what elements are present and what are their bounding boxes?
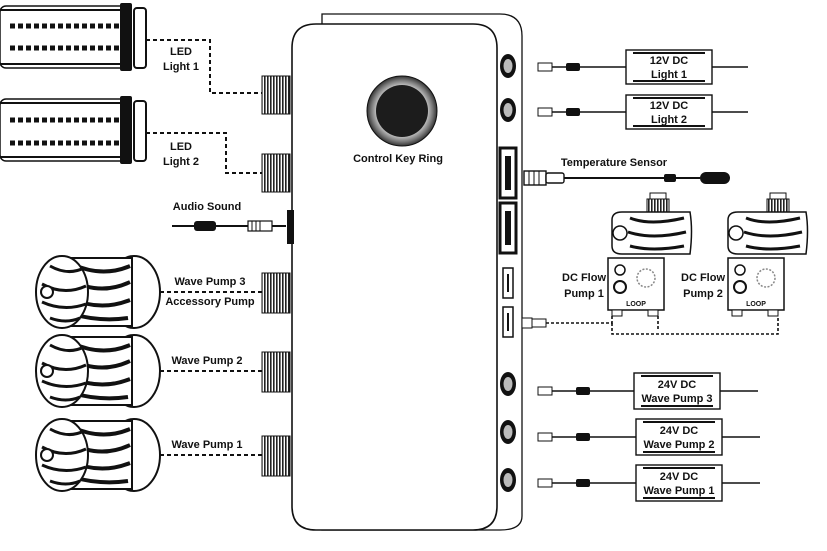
adapter-24v-2-line2: Wave Pump 2 xyxy=(643,439,714,451)
adapter-12v-light-1 xyxy=(537,49,748,85)
adapter-24v-wave-pump-3 xyxy=(537,372,758,410)
adapter-12v-2-line2: Light 2 xyxy=(651,114,687,126)
adapter-24v-3-line1: 24V DC xyxy=(658,379,697,391)
adapter-12v-2-line1: 12V DC xyxy=(650,100,689,112)
wave-pump-3-label-line2: Accessory Pump xyxy=(165,296,255,308)
adapter-24v-1-line1: 24V DC xyxy=(660,471,699,483)
temperature-sensor-label: Temperature Sensor xyxy=(561,157,668,169)
cable-dc-flow xyxy=(521,316,779,335)
led-light-2-label-line2: Light 2 xyxy=(163,156,199,168)
audio-sound-label: Audio Sound xyxy=(173,201,241,213)
led-light-1 xyxy=(0,3,147,71)
led-light-2 xyxy=(0,96,147,164)
wave-pump-1-label: Wave Pump 1 xyxy=(171,439,242,451)
dc-flow-pump-2-brand: LOOP xyxy=(746,301,766,308)
adapter-24v-2-line1: 24V DC xyxy=(660,425,699,437)
adapter-12v-1-line2: Light 1 xyxy=(651,69,687,81)
adapter-24v-1-line2: Wave Pump 1 xyxy=(643,485,714,497)
temperature-sensor xyxy=(523,170,730,186)
control-key-ring-label: Control Key Ring xyxy=(353,153,443,165)
controller-box: Control Key Ring xyxy=(291,13,523,531)
wave-pump-3-device xyxy=(35,255,161,329)
dc-flow-pump-1-device: LOOP xyxy=(607,192,693,317)
dc-flow-pump-2-line1: DC Flow xyxy=(681,272,725,284)
adapter-24v-wave-pump-1 xyxy=(537,464,760,502)
port-audio[interactable] xyxy=(287,210,294,244)
led-light-2-label-line1: LED xyxy=(170,141,192,153)
cable-led-2 xyxy=(146,132,262,174)
adapter-12v-1-line1: 12V DC xyxy=(650,55,689,67)
wave-pump-1-device xyxy=(35,418,161,492)
right-ports xyxy=(498,54,518,492)
port-led-1[interactable] xyxy=(261,75,291,115)
port-wave-pump-2[interactable] xyxy=(261,351,291,393)
adapter-12v-light-2 xyxy=(537,94,748,130)
port-wave-pump-3[interactable] xyxy=(261,272,291,314)
audio-cable xyxy=(172,220,286,232)
wave-pump-3-label-line1: Wave Pump 3 xyxy=(174,276,245,288)
left-ports xyxy=(261,75,294,477)
port-led-2[interactable] xyxy=(261,153,291,193)
led-light-1-label-line1: LED xyxy=(170,46,192,58)
dc-flow-pump-1-line2: Pump 1 xyxy=(564,288,604,300)
dc-flow-pump-2-line2: Pump 2 xyxy=(683,288,723,300)
dc-flow-pump-1-brand: LOOP xyxy=(626,301,646,308)
adapter-24v-3-line2: Wave Pump 3 xyxy=(641,393,712,405)
adapter-24v-wave-pump-2 xyxy=(537,418,760,456)
dc-flow-pump-2-device: LOOP xyxy=(727,192,809,317)
wave-pump-2-device xyxy=(35,334,161,408)
led-light-1-label-line2: Light 1 xyxy=(163,61,199,73)
dc-flow-pump-1-line1: DC Flow xyxy=(562,272,606,284)
port-wave-pump-1[interactable] xyxy=(261,435,291,477)
wave-pump-2-label: Wave Pump 2 xyxy=(171,355,242,367)
cable-led-1 xyxy=(146,39,262,94)
